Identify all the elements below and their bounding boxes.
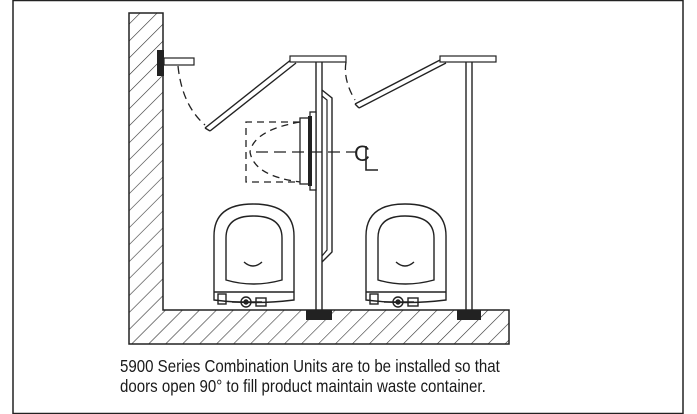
left-door-swing-arc: [177, 65, 206, 126]
installation-caption: 5900 Series Combination Units are to be …: [120, 356, 602, 396]
grab-bar: [321, 89, 333, 263]
diagram-border: [12, 0, 684, 414]
right-pilaster: [457, 62, 481, 320]
centerline: C: [256, 141, 378, 171]
caption-line-1: 5900 Series Combination Units are to be …: [120, 356, 500, 376]
left-door: [204, 55, 347, 132]
left-toilet: [213, 203, 295, 308]
right-door-swing-arc: [344, 61, 356, 101]
left-pilaster: [306, 62, 332, 320]
caption-line-2: doors open 90° to fill product maintain …: [120, 376, 486, 396]
right-door: [354, 55, 497, 109]
centerline-label: C: [354, 141, 370, 166]
unit-door-open-outline: [245, 121, 301, 183]
wall-bracket: [157, 50, 195, 76]
combination-unit: [299, 111, 317, 191]
right-toilet: [365, 203, 447, 308]
